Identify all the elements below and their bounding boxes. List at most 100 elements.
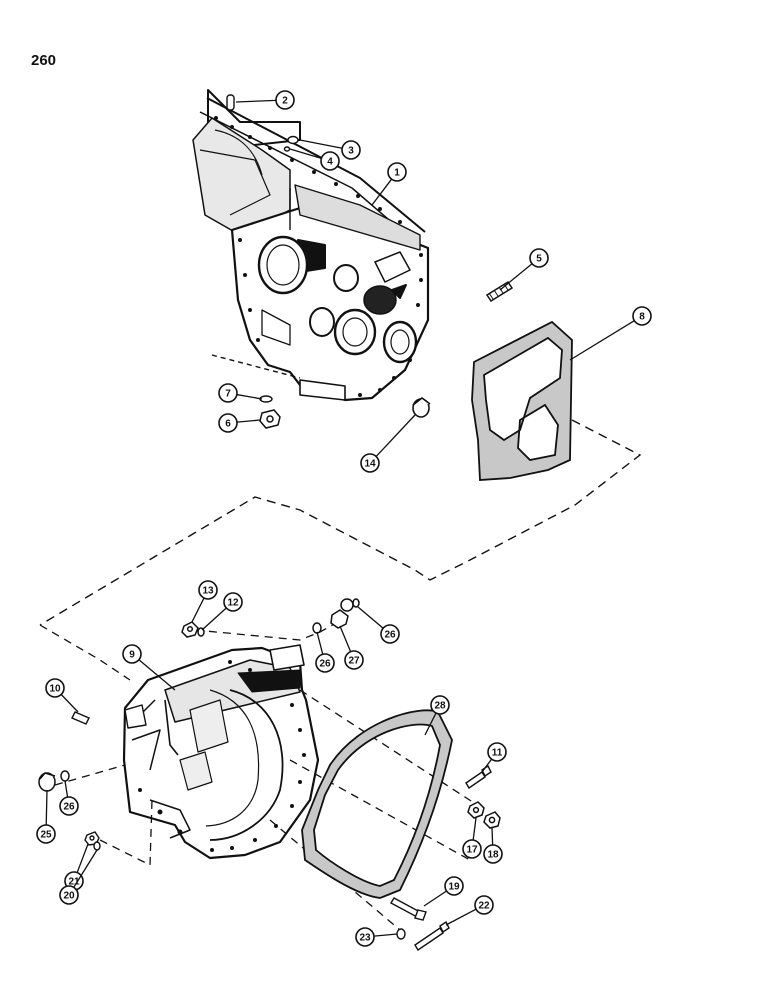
callout-number: 19 [448, 882, 460, 893]
callout-circle [36, 824, 56, 844]
callout-number: 14 [364, 459, 376, 470]
callout-leader-line [138, 659, 176, 691]
callout-circle [315, 653, 335, 673]
callout-6: 6 [218, 413, 261, 433]
callout-26: 26 [59, 780, 79, 816]
callout-leader-line [499, 263, 533, 291]
callout-number: 4 [327, 157, 333, 168]
callout-leader-line [357, 606, 384, 629]
callout-circle [45, 678, 65, 698]
callout-leader-line [373, 933, 398, 937]
washer-23 [396, 928, 406, 940]
callout-17: 17 [462, 817, 482, 859]
callout-circle [344, 650, 364, 670]
callout-number: 23 [359, 933, 371, 944]
pin-10 [71, 711, 90, 725]
callout-number: 13 [202, 586, 214, 597]
callout-leader-line [371, 178, 393, 206]
stud-5 [485, 280, 514, 303]
callout-19: 19 [423, 876, 464, 907]
callout-number: 18 [487, 850, 499, 861]
callout-20: 20 [59, 849, 98, 905]
callout-circle [198, 580, 218, 600]
callout-12: 12 [201, 592, 243, 631]
callout-18: 18 [483, 827, 503, 864]
callout-number: 5 [536, 254, 542, 265]
callout-number: 22 [478, 901, 490, 912]
gasket-8 [471, 320, 573, 481]
callout-number: 6 [225, 419, 231, 430]
callout-3: 3 [299, 139, 361, 160]
callout-leader-line [481, 758, 493, 773]
callout-1: 1 [371, 162, 407, 206]
callout-leader-line [569, 320, 635, 361]
callout-number: 17 [466, 845, 478, 856]
callout-circle [483, 844, 503, 864]
callout-leader-line [201, 607, 227, 631]
callout-circle [320, 151, 340, 171]
callout-leader-line [339, 625, 352, 652]
callout-circle [355, 927, 375, 947]
callout-circle [487, 742, 507, 762]
callout-23: 23 [355, 927, 398, 947]
callout-number: 9 [129, 650, 135, 661]
callout-circle [387, 162, 407, 182]
gasket-guide-line [39, 419, 642, 626]
callout-circle [275, 90, 295, 110]
callout-11: 11 [481, 742, 507, 773]
callout-circle [430, 695, 450, 715]
callout-circle [474, 895, 494, 915]
callout-8: 8 [569, 306, 652, 361]
callout-13: 13 [191, 580, 218, 623]
callout-circle [529, 248, 549, 268]
callout-number: 21 [68, 877, 80, 888]
callout-leader-line [375, 414, 416, 457]
transmission-housing [192, 89, 430, 402]
callout-number: 3 [348, 146, 354, 157]
callout-leader-line [236, 393, 263, 400]
callout-number: 12 [227, 598, 239, 609]
bolt-19 [390, 897, 427, 921]
callout-number: 28 [434, 701, 446, 712]
callout-7: 7 [218, 383, 263, 403]
callout-leader-line [236, 419, 261, 423]
callout-number: 26 [319, 659, 331, 670]
callout-number: 10 [49, 684, 61, 695]
callout-leader-line [191, 597, 205, 623]
callout-circle [341, 140, 361, 160]
bolt-22 [414, 920, 450, 951]
callout-leader-line [73, 849, 98, 888]
callout-26: 26 [315, 631, 335, 673]
callout-circle [632, 306, 652, 326]
bushing-14 [412, 396, 431, 418]
callout-number: 26 [384, 630, 396, 641]
callout-5: 5 [499, 248, 549, 291]
callout-circle [360, 453, 380, 473]
callout-number: 26 [63, 802, 75, 813]
gasket-28 [301, 709, 453, 899]
callout-2: 2 [235, 90, 295, 110]
callout-26: 26 [357, 606, 400, 644]
callout-leader-line [472, 817, 477, 841]
page-number: 260 [31, 52, 57, 69]
callout-leader-line [45, 789, 48, 826]
callout-leader-line [289, 148, 322, 160]
dowel-pin-2 [226, 94, 235, 111]
callout-circle [122, 644, 142, 664]
callout-10: 10 [45, 678, 79, 713]
callout-number: 1 [394, 168, 400, 179]
callout-circle [444, 876, 464, 896]
callout-14: 14 [360, 414, 416, 473]
callout-number: 2 [282, 96, 288, 107]
callout-circle [218, 413, 238, 433]
nut-17-18 [467, 801, 501, 829]
nut-6 [259, 409, 281, 429]
callout-leader-line [64, 780, 69, 798]
callout-leader-line [299, 139, 343, 149]
callout-circle [380, 624, 400, 644]
callout-leader-line [76, 843, 89, 873]
callout-number: 20 [63, 891, 75, 902]
callout-leader-line [316, 631, 324, 655]
